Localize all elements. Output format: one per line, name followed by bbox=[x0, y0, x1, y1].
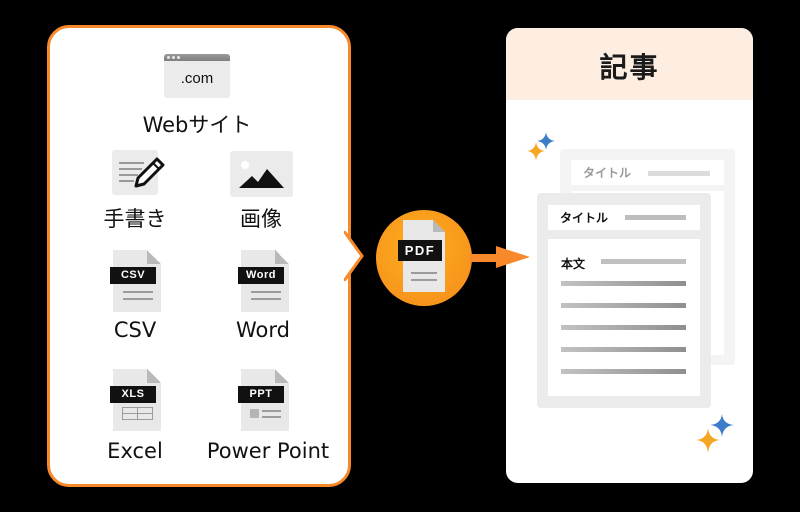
source-label-powerpoint: Power Point bbox=[206, 439, 330, 463]
source-label-excel: Excel bbox=[107, 439, 163, 463]
body-field-label: 本文 bbox=[561, 257, 586, 271]
browser-window-icon: .com bbox=[164, 54, 230, 98]
article-card-header: 記事 bbox=[506, 28, 753, 100]
article-title: 記事 bbox=[599, 51, 660, 84]
title-field-label: タイトル bbox=[583, 166, 632, 180]
excel-file-icon: XLS bbox=[110, 369, 161, 431]
handwriting-pencil-icon bbox=[112, 150, 165, 195]
speech-bubble-notch bbox=[344, 231, 364, 281]
pdf-file-icon: PDF bbox=[398, 220, 445, 292]
powerpoint-file-icon: PPT bbox=[238, 369, 289, 431]
image-icon bbox=[230, 151, 293, 197]
source-label-word: Word bbox=[236, 318, 290, 342]
title-field-label: タイトル bbox=[560, 211, 609, 225]
domain-text: .com bbox=[180, 70, 214, 87]
right-arrow-icon bbox=[470, 246, 530, 268]
sources-panel bbox=[47, 25, 351, 487]
word-file-icon: Word bbox=[238, 250, 289, 312]
sparkle-icon bbox=[527, 132, 555, 161]
source-label-image: 画像 bbox=[240, 207, 282, 231]
source-label-csv: CSV bbox=[113, 318, 157, 342]
generated-article-front: タイトル 本文 bbox=[537, 193, 711, 408]
source-label-website: Webサイト bbox=[142, 113, 252, 137]
csv-file-icon: CSV bbox=[110, 250, 161, 312]
sparkle-icon bbox=[696, 414, 734, 453]
source-label-handwriting: 手書き bbox=[103, 207, 167, 231]
pdf-converter-circle: PDF bbox=[376, 210, 472, 306]
